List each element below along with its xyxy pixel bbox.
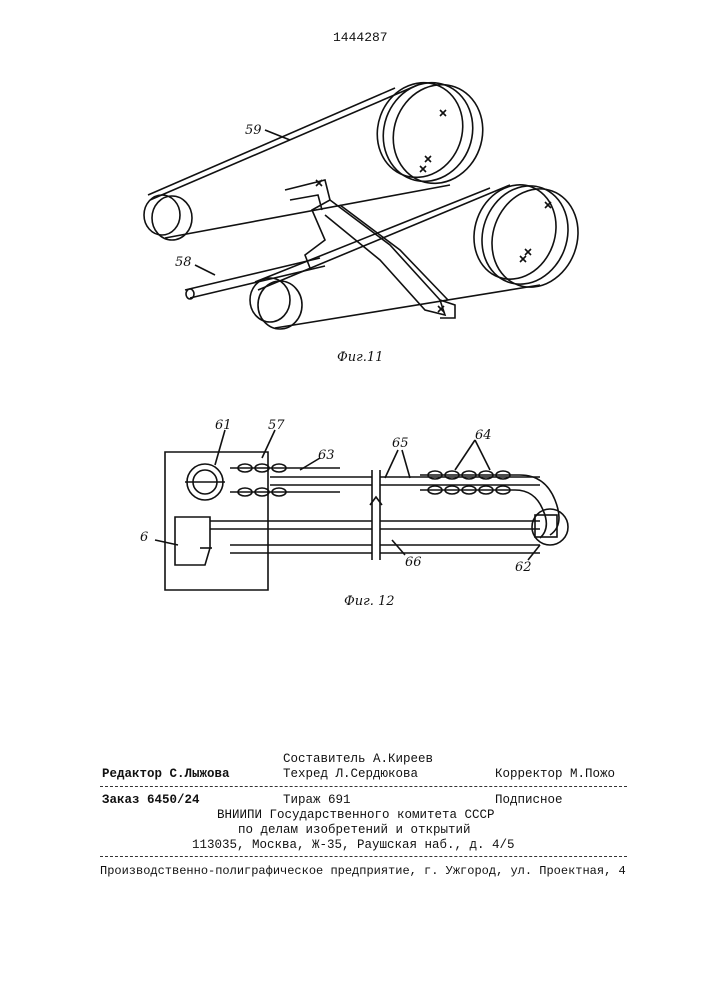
corrector-line: Корректор М.Пожо [495, 767, 615, 781]
org-address: 113035, Москва, Ж-35, Раушская наб., д. … [192, 838, 515, 852]
label-63: 63 [318, 448, 335, 463]
label-61: 61 [215, 418, 232, 433]
order-line: Заказ 6450/24 [102, 793, 200, 807]
techred-line: Техред Л.Сердюкова [283, 767, 418, 781]
figure-12-drawing [155, 430, 568, 590]
label-62: 62 [515, 560, 532, 575]
subscription-line: Подписное [495, 793, 563, 807]
label-66: 66 [405, 555, 422, 570]
label-6: 6 [140, 530, 148, 545]
editor-line: Редактор С.Лыжова [102, 767, 230, 781]
figure-11-caption: Фиг.11 [337, 350, 383, 365]
compiler-line: Составитель А.Киреев [283, 752, 433, 766]
printer-line: Производственно-полиграфическое предприя… [100, 864, 626, 878]
label-58: 58 [175, 255, 192, 270]
org-line-1: ВНИИПИ Государственного комитета СССР [217, 808, 495, 822]
org-line-2: по делам изобретений и открытий [238, 823, 471, 837]
label-59: 59 [245, 123, 262, 138]
figure-12-caption: Фиг. 12 [344, 594, 395, 609]
divider-2 [100, 856, 627, 857]
label-64: 64 [475, 428, 492, 443]
label-57: 57 [268, 418, 285, 433]
divider-1 [100, 786, 627, 787]
circulation-line: Тираж 691 [283, 793, 351, 807]
label-65: 65 [392, 436, 409, 451]
